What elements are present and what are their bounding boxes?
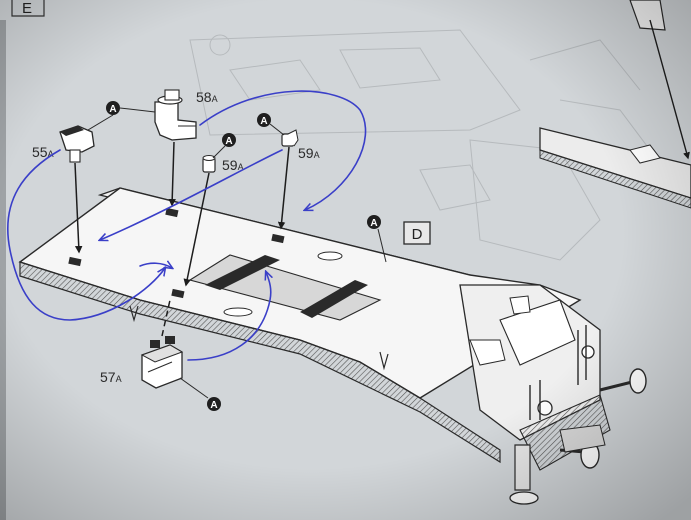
assembly-diagram: E <box>0 0 691 520</box>
instruction-sheet: E <box>0 0 691 520</box>
lighting-vignette <box>0 0 691 520</box>
